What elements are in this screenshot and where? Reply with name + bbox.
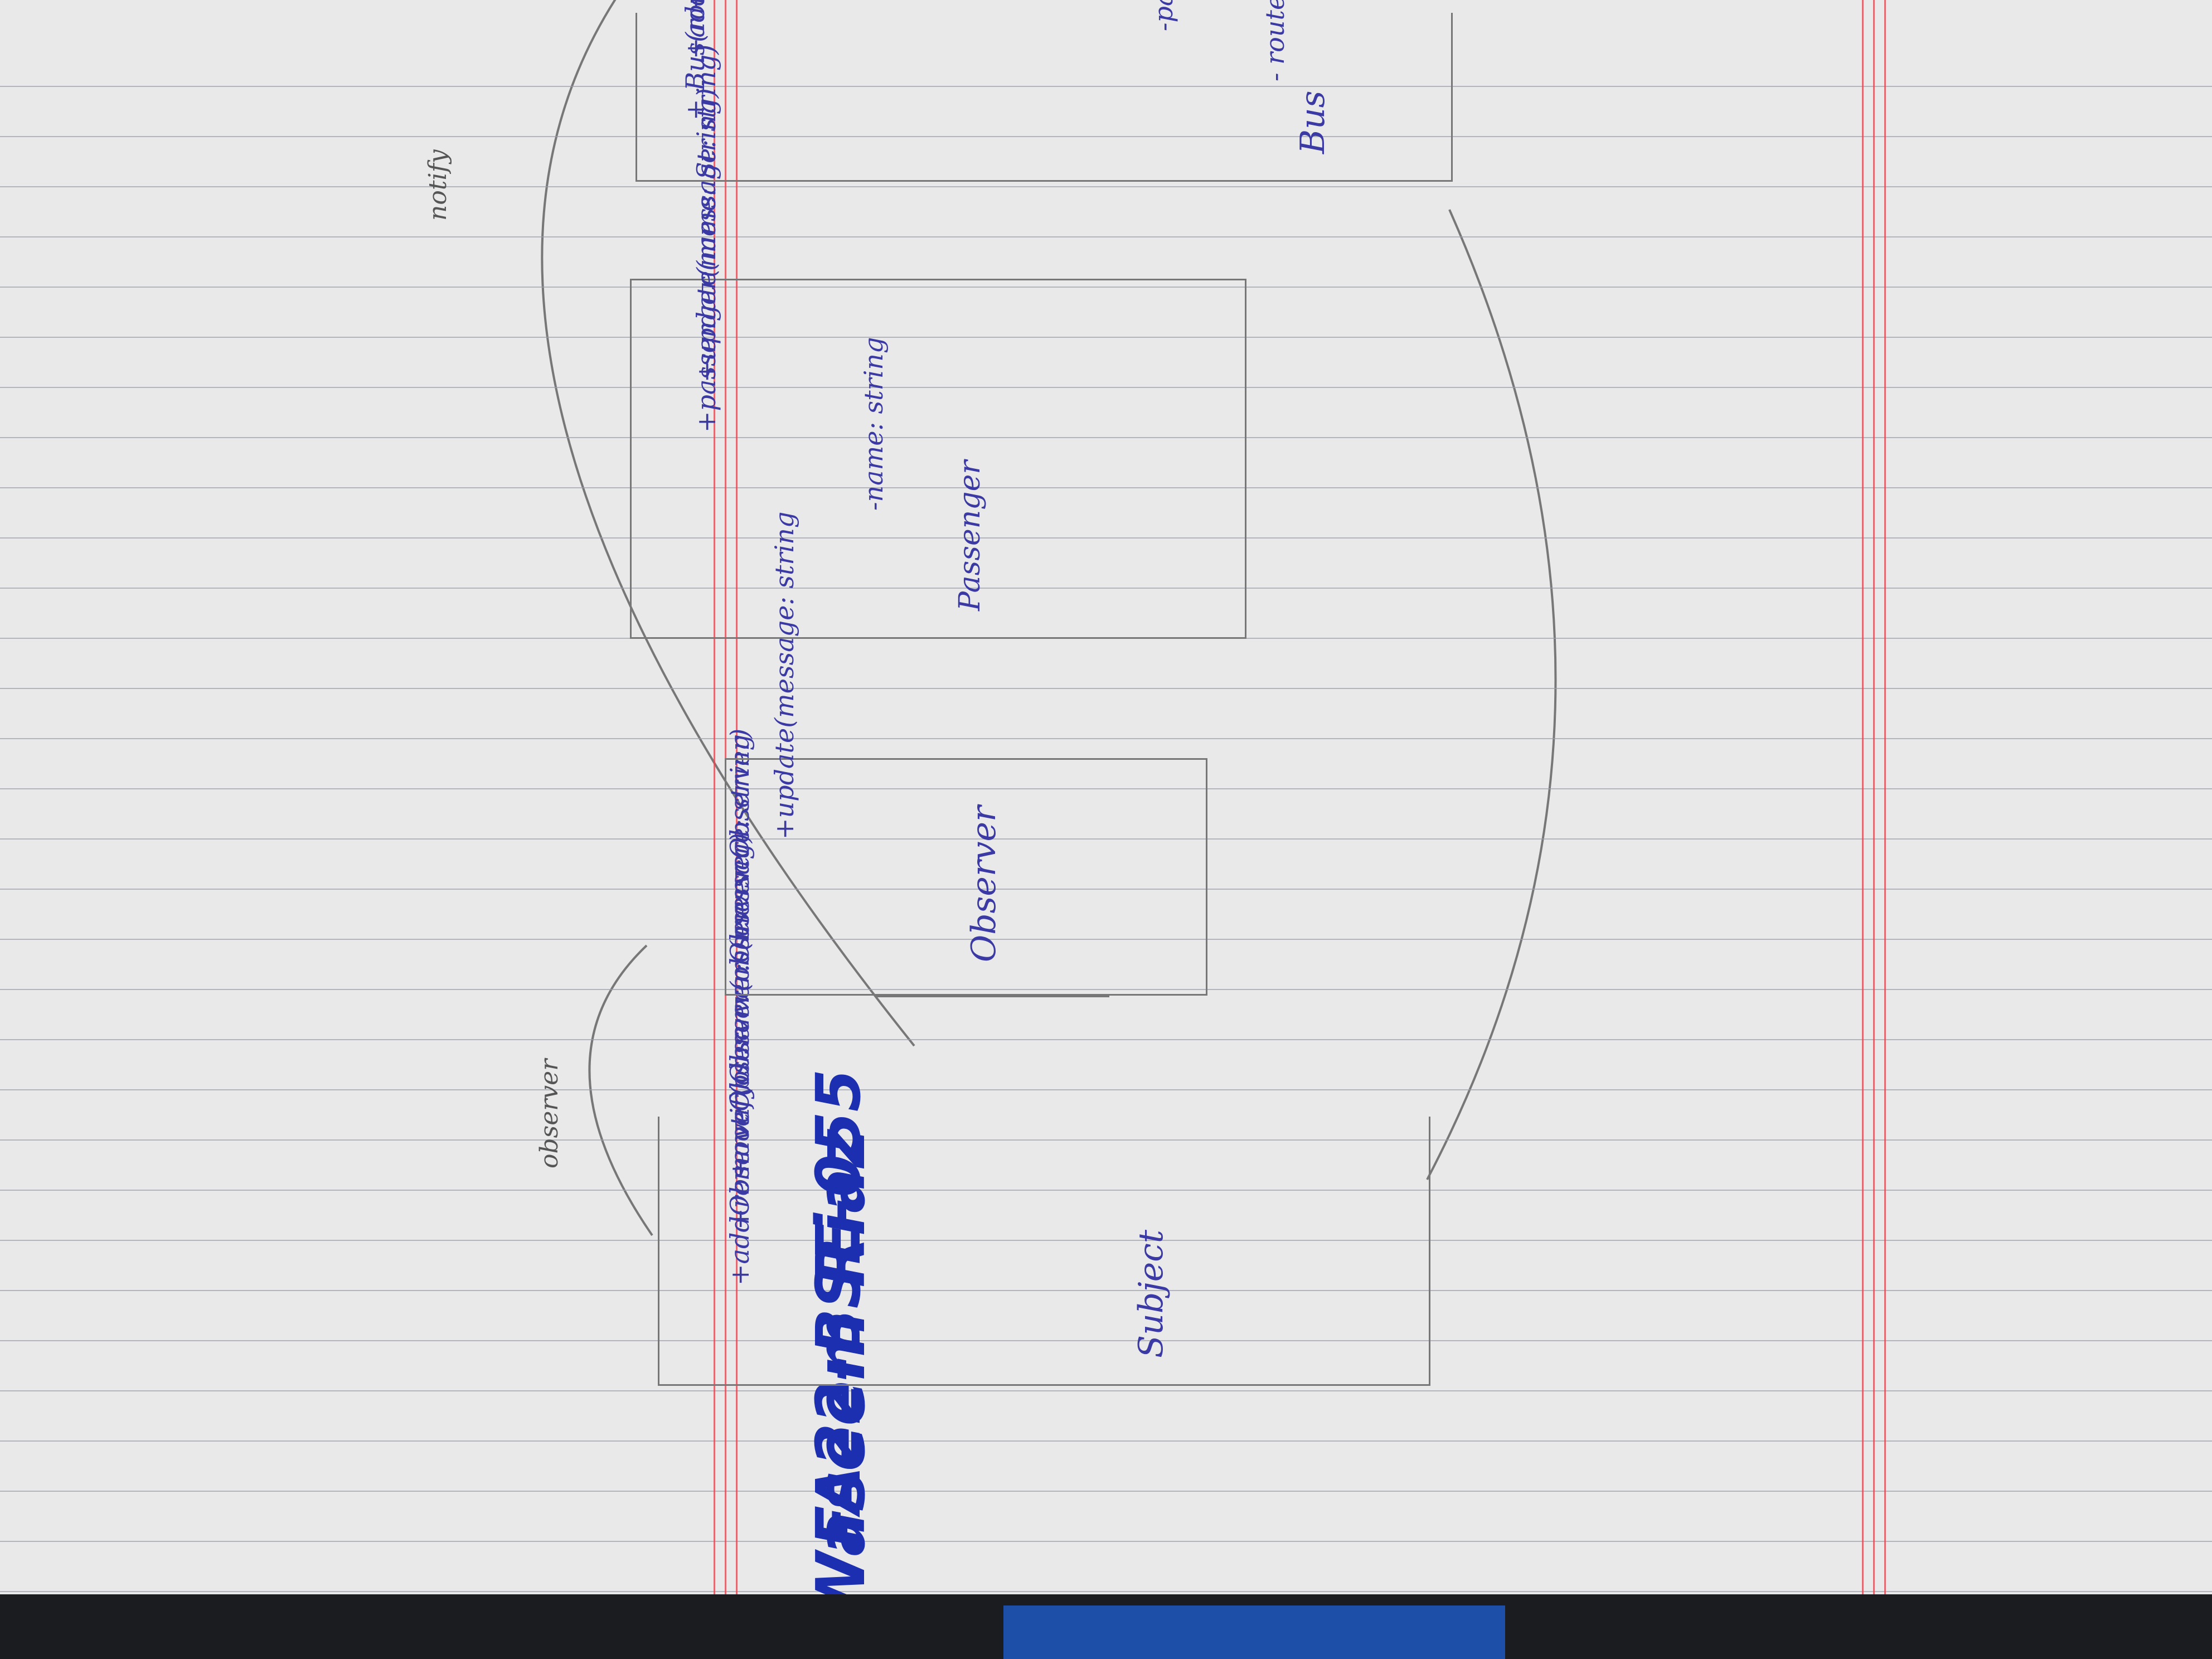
bus-title: Bus (1293, 90, 1332, 154)
notebook-page: Waseem Riaz FA22-BSE-055 Subject +addObs… (0, 0, 2212, 1594)
bus-attribute: -passengers: List<observer (1148, 0, 1178, 31)
ruled-line (0, 1491, 2212, 1492)
margin-line (1873, 0, 1875, 1594)
ruled-line (0, 186, 2212, 187)
margin-line (1884, 0, 1886, 1594)
rotated-page-content: Waseem Riaz FA22-BSE-055 Subject +addObs… (0, 0, 2212, 1594)
desk-object (1003, 1605, 1505, 1659)
ruled-line (0, 1039, 2212, 1040)
subject-class-box (658, 1117, 1430, 1386)
ruled-line (0, 1440, 2212, 1442)
bus-attribute: - route: string (1260, 0, 1290, 81)
margin-line (1862, 0, 1864, 1594)
notify-arrow (541, 0, 915, 1047)
ruled-line (0, 1591, 2212, 1592)
subject-title: Subject (1132, 1230, 1171, 1358)
passenger-title: Passenger (953, 460, 987, 611)
observer-title: Observer (964, 806, 1003, 962)
observer-arrow-label: observer (535, 1059, 564, 1168)
ruled-line (0, 738, 2212, 739)
ruled-line (0, 1541, 2212, 1542)
ruled-line (0, 1089, 2212, 1090)
ruled-line (0, 1390, 2212, 1391)
connector-arrows (541, 0, 1557, 1236)
notify-arrow-label: notify (424, 149, 452, 221)
ruled-line (0, 236, 2212, 237)
bus-method: +removeobserver(observer:Observer) (680, 0, 710, 9)
observer-arrow (588, 944, 653, 1236)
ruled-line (0, 688, 2212, 689)
passenger-class-box (630, 279, 1246, 639)
passenger-attribute: -name: string (858, 337, 889, 511)
observer-divider (875, 996, 1109, 997)
subject-bus-arrow (1426, 209, 1557, 1180)
